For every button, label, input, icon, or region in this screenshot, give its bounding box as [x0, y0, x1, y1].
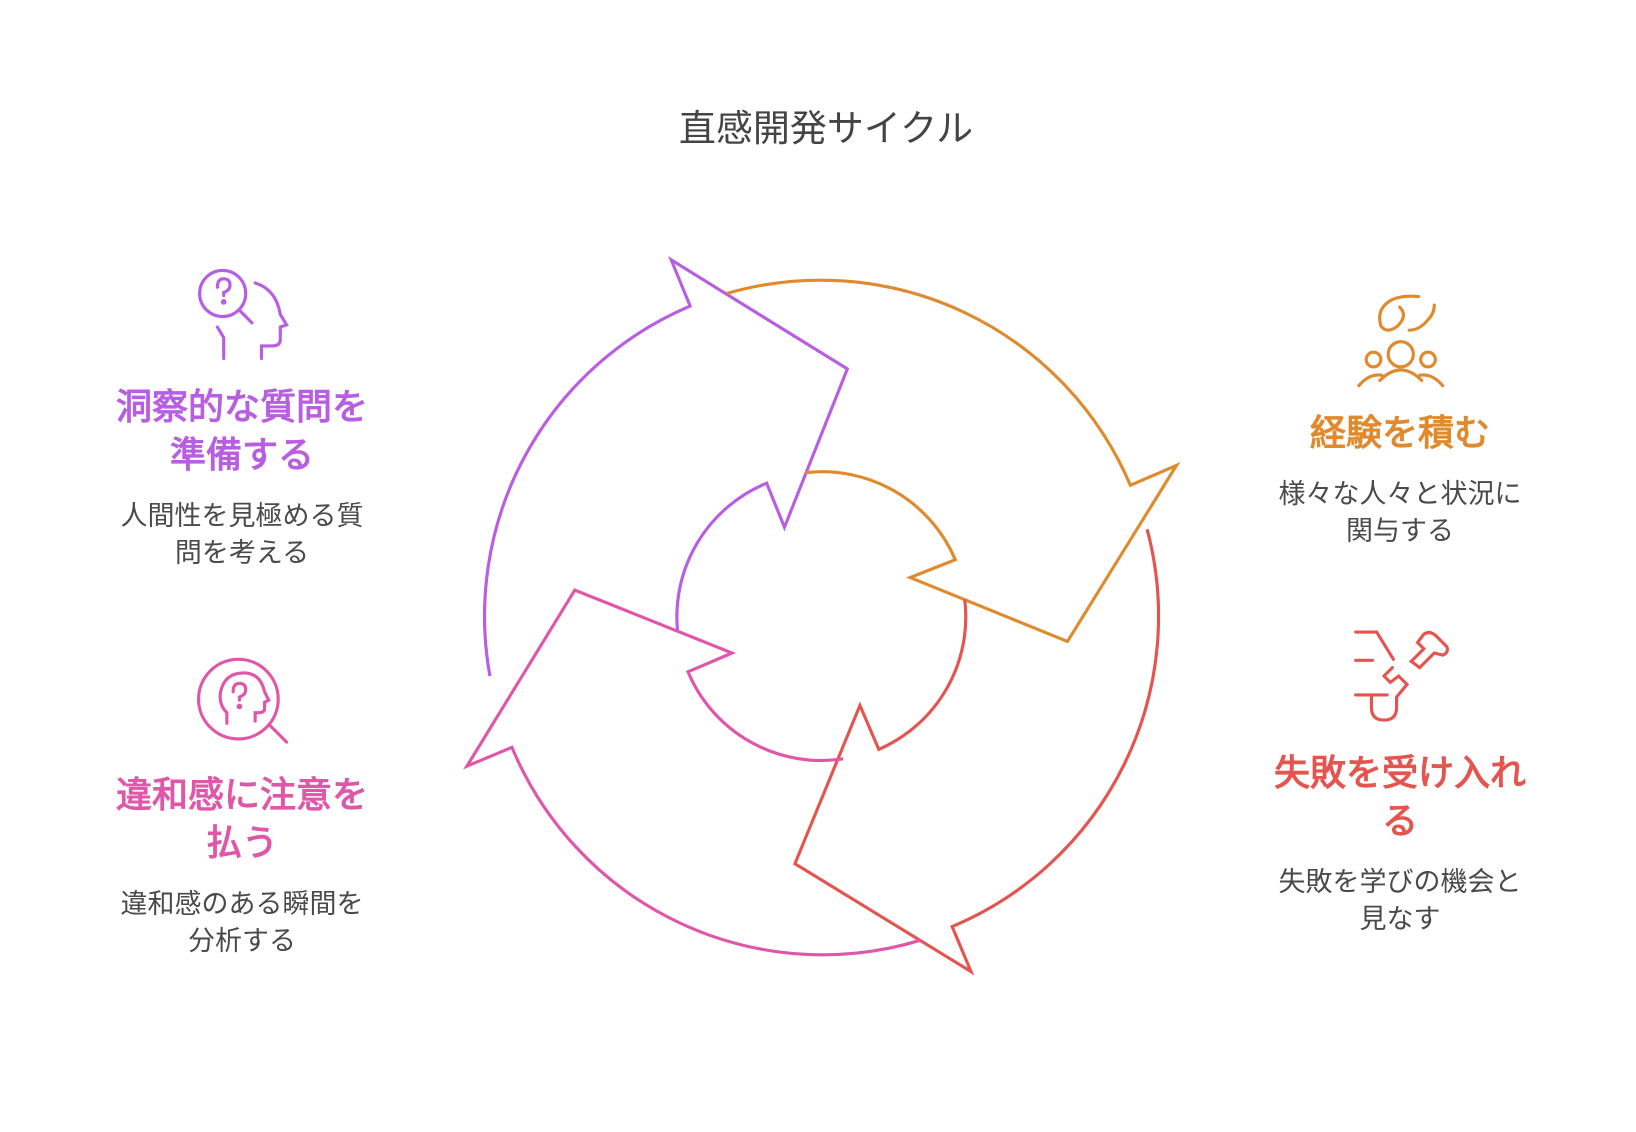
heading-line: 失敗を受け入れ: [1273, 753, 1526, 794]
step-description: 様々な人々と状況に 関与する: [1230, 476, 1570, 550]
desc-line: 人間性を見極める質: [120, 501, 364, 532]
heading-line: 払う: [205, 823, 278, 864]
heading-line: 洞察的な質問を: [115, 387, 368, 428]
magnifier-head-icon: [196, 657, 289, 744]
step-heading: 洞察的な質問を 準備する: [72, 384, 412, 480]
step-gain-experience: 経験を積む 様々な人々と状況に 関与する: [1230, 410, 1570, 550]
step-description: 人間性を見極める質 問を考える: [72, 498, 412, 572]
step-accept-failure: 失敗を受け入れ る 失敗を学びの機会と 見なす: [1230, 750, 1570, 938]
step-heading: 違和感に注意を 払う: [72, 772, 412, 868]
step-heading: 失敗を受け入れ る: [1230, 750, 1570, 846]
fallen-cup-icon: [1354, 630, 1449, 722]
step-description: 違和感のある瞬間を 分析する: [72, 886, 412, 960]
cycle-arrow-orange: [726, 278, 1181, 644]
desc-line: 問を考える: [174, 538, 310, 569]
heading-line: る: [1381, 801, 1418, 842]
cycle-arrow-purple: [482, 256, 850, 677]
diagram-title: 直感開発サイクル: [678, 107, 974, 150]
people-group-icon: [1357, 294, 1445, 388]
heading-line: 経験を積む: [1309, 413, 1490, 454]
desc-line: 失敗を学びの機会と: [1278, 867, 1522, 898]
heading-line: 違和感に注意を: [115, 775, 368, 816]
heading-line: 準備する: [169, 435, 314, 476]
step-prepare-questions: 洞察的な質問を 準備する 人間性を見極める質 問を考える: [72, 384, 412, 572]
desc-line: 関与する: [1346, 516, 1454, 547]
step-description: 失敗を学びの機会と 見なす: [1230, 864, 1570, 938]
desc-line: 違和感のある瞬間を: [120, 889, 364, 920]
step-notice-discomfort: 違和感に注意を 払う 違和感のある瞬間を 分析する: [72, 772, 412, 960]
cycle-arrow-red: [792, 528, 1161, 976]
desc-line: 分析する: [188, 926, 296, 957]
desc-line: 見なす: [1359, 904, 1441, 935]
head-question-magnifier-icon: [198, 268, 289, 361]
cycle-arrow-pink: [462, 588, 922, 957]
desc-line: 様々な人々と状況に: [1278, 479, 1522, 510]
step-heading: 経験を積む: [1230, 410, 1570, 458]
